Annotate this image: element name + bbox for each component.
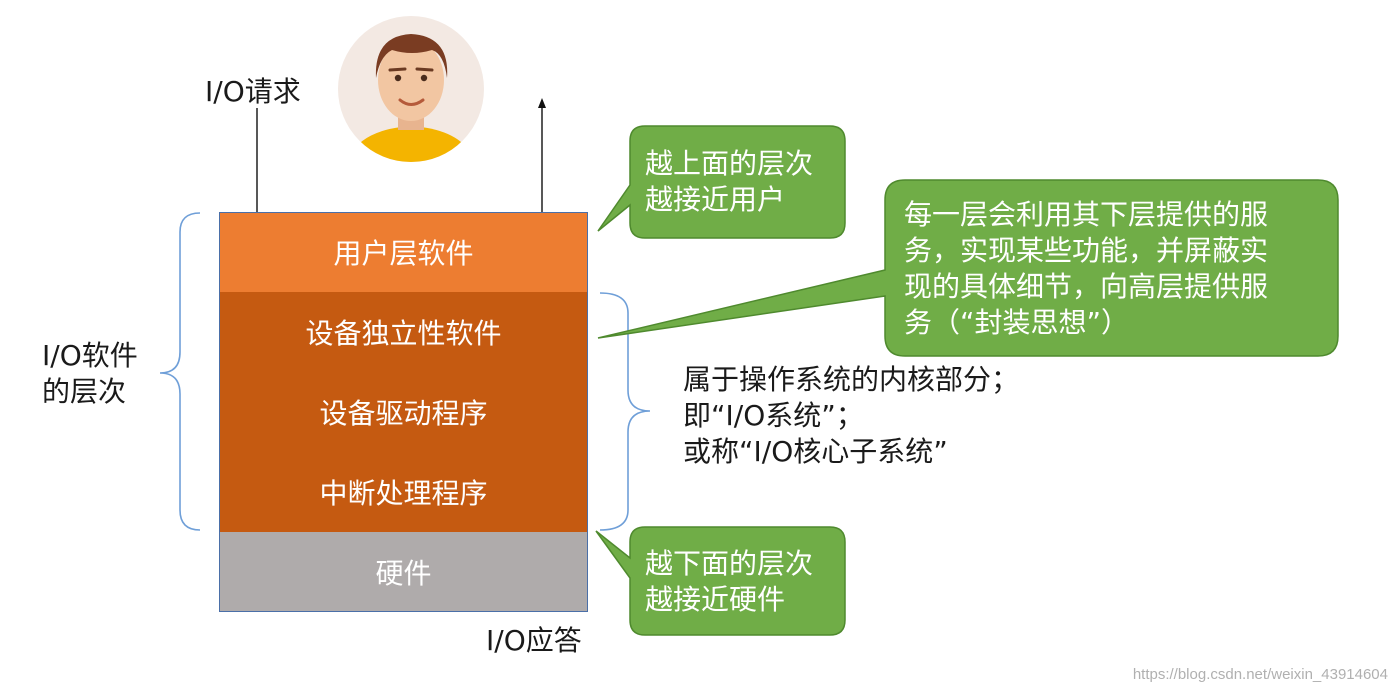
layer-hardware: 硬件 xyxy=(220,532,587,612)
layer-label: 设备驱动程序 xyxy=(319,397,488,430)
user-avatar-icon xyxy=(338,16,484,162)
callout-top-line-2: 越接近用户 xyxy=(645,183,786,216)
layer-device-driver: 设备驱动程序 xyxy=(220,372,587,452)
callout-top-line-1: 越上面的层次 xyxy=(645,147,814,180)
callout-middle-text: 每一层会利用其下层提供的服 务，实现某些功能，并屏蔽实 现的具体细节，向高层提供… xyxy=(904,197,1268,341)
layer-device-independent-software: 设备独立性软件 xyxy=(220,292,587,372)
kernel-note-line-2: 即“I/O系统”； xyxy=(683,399,864,432)
callout-middle-line-1: 每一层会利用其下层提供的服 xyxy=(904,198,1269,231)
layer-label: 中断处理程序 xyxy=(319,477,488,510)
kernel-note-line-1: 属于操作系统的内核部分； xyxy=(683,363,1020,396)
callout-bottom-line-1: 越下面的层次 xyxy=(645,547,814,580)
callout-top-bubble xyxy=(597,125,846,239)
callout-bottom-line-2: 越接近硬件 xyxy=(645,583,786,616)
layer-user-software: 用户层软件 xyxy=(220,212,587,292)
layer-label: 硬件 xyxy=(375,557,432,590)
io-response-label: I/O应答 xyxy=(486,624,582,657)
callout-middle-line-2: 务，实现某些功能，并屏蔽实 xyxy=(904,234,1269,267)
layer-label: 设备独立性软件 xyxy=(305,317,502,350)
io-request-label: I/O请求 xyxy=(205,75,301,108)
callout-middle-bubble xyxy=(597,179,1339,357)
callout-top-text: 越上面的层次 越接近用户 xyxy=(645,146,813,218)
kernel-note-line-3: 或称“I/O核心子系统” xyxy=(683,435,948,468)
io-software-levels-label: I/O软件 的层次 xyxy=(42,338,138,410)
watermark: https://blog.csdn.net/weixin_43914604 xyxy=(1132,666,1388,683)
kernel-note: 属于操作系统的内核部分； 即“I/O系统”； 或称“I/O核心子系统” xyxy=(683,362,1019,470)
callout-bottom-bubble xyxy=(595,526,846,636)
callout-bottom-text: 越下面的层次 越接近硬件 xyxy=(645,546,813,618)
io-software-levels-line-1: I/O软件 xyxy=(42,339,138,372)
layer-label: 用户层软件 xyxy=(333,237,474,270)
right-brace xyxy=(599,292,651,531)
layer-interrupt-handler: 中断处理程序 xyxy=(220,452,587,532)
callout-middle-line-4: 务（“封装思想”） xyxy=(904,306,1130,339)
io-software-levels-line-2: 的层次 xyxy=(42,375,127,408)
callout-middle-line-3: 现的具体细节，向高层提供服 xyxy=(904,270,1269,303)
left-brace xyxy=(159,212,201,531)
